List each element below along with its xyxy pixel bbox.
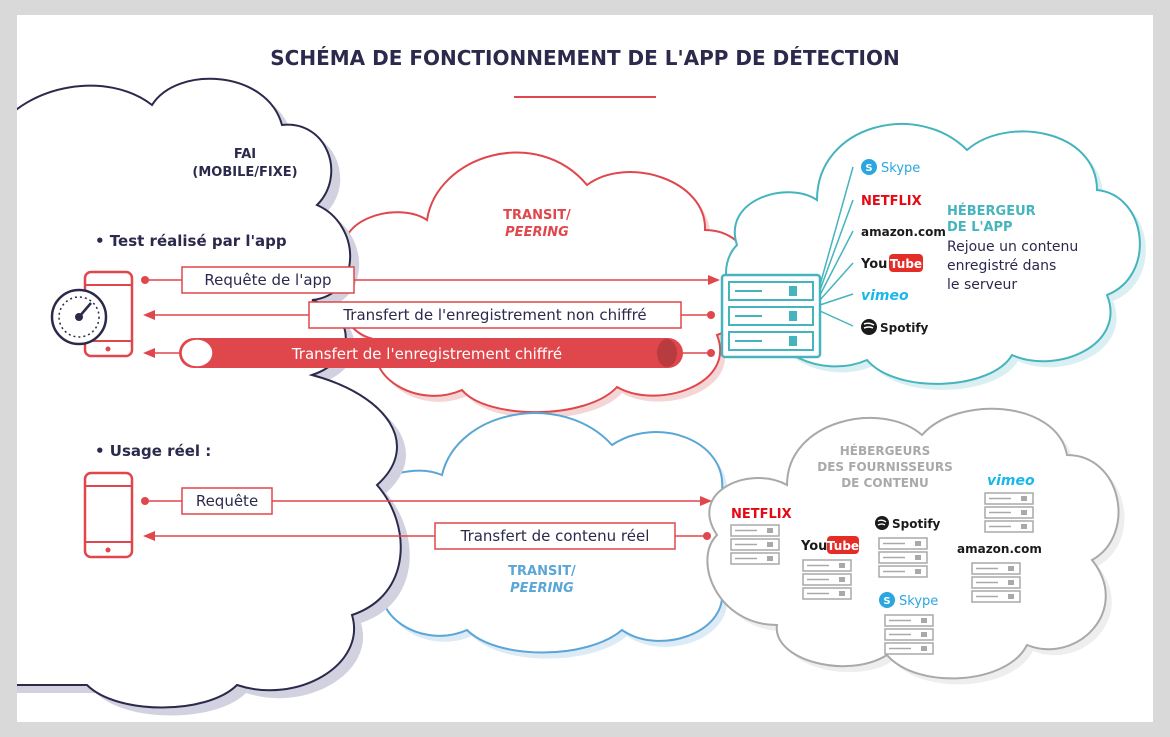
app-host-cloud [725, 123, 1146, 390]
isp-label-2: (MOBILE/FIXE) [192, 165, 297, 180]
transit-top-label-2: PEERING [505, 225, 569, 240]
server-icon [884, 614, 934, 655]
speed-gauge-icon [50, 288, 108, 346]
svg-text:S: S [865, 163, 872, 174]
server-icon [984, 492, 1034, 533]
svg-text:Tube: Tube [827, 539, 859, 553]
request-label: Requête [196, 492, 258, 510]
app-host-desc-2: enregistré dans [947, 258, 1056, 274]
arrow-encrypted-transfer: Transfert de l'enregistrement chiffré [143, 338, 715, 368]
server-icon [971, 562, 1021, 603]
svg-text:S: S [883, 596, 890, 607]
netflix-logo: NETFLIX [861, 194, 922, 209]
unencrypted-transfer-label: Transfert de l'enregistrement non chiffr… [342, 306, 646, 324]
content-hosts-title-3: DE CONTENU [841, 476, 929, 490]
test-section-heading: • Test réalisé par l'app [95, 232, 287, 250]
content-hosts-title-2: DES FOURNISSEURS [817, 460, 952, 474]
diagram-frame: SCHÉMA DE FONCTIONNEMENT DE L'APP DE DÉT… [17, 15, 1153, 722]
app-request-label: Requête de l'app [204, 271, 331, 289]
isp-label-1: FAI [234, 147, 256, 162]
transit-bottom-label-1: TRANSIT/ [508, 564, 576, 579]
transit-bottom-label-2: PEERING [510, 581, 574, 596]
server-icon [720, 166, 854, 359]
real-section-heading: • Usage réel : [95, 442, 211, 460]
app-detection-diagram: SCHÉMA DE FONCTIONNEMENT DE L'APP DE DÉT… [17, 46, 1146, 716]
spotify-logo: Spotify [861, 319, 929, 335]
vimeo-logo: vimeo [861, 288, 909, 304]
svg-text:Spotify: Spotify [880, 321, 929, 335]
svg-text:Tube: Tube [890, 257, 922, 271]
content-hosts-title-1: HÉBERGEURS [840, 443, 931, 458]
server-icon [802, 559, 852, 600]
app-host-desc-1: Rejoue un contenu [947, 239, 1078, 255]
svg-text:Skype: Skype [899, 594, 938, 609]
amazon-logo: amazon.com [861, 225, 946, 239]
app-host-desc-3: le serveur [947, 277, 1017, 293]
amazon-logo: amazon.com [957, 542, 1042, 556]
arrow-app-request: Requête de l'app [141, 266, 720, 294]
arrow-request: Requête [141, 487, 712, 515]
svg-text:Skype: Skype [881, 161, 920, 176]
diagram-title: SCHÉMA DE FONCTIONNEMENT DE L'APP DE DÉT… [270, 46, 899, 70]
youtube-logo: You Tube [860, 254, 923, 272]
encrypted-transfer-label: Transfert de l'enregistrement chiffré [291, 345, 562, 363]
app-host-title-1: HÉBERGEUR [947, 203, 1036, 219]
phone-icon [83, 471, 134, 559]
netflix-logo: NETFLIX [731, 507, 792, 522]
server-icon [730, 524, 780, 565]
skype-logo: S Skype [861, 159, 920, 176]
skype-logo: S Skype [879, 592, 938, 609]
arrow-unencrypted-transfer: Transfert de l'enregistrement non chiffr… [143, 301, 715, 329]
server-icon [878, 537, 928, 578]
svg-text:You: You [860, 257, 887, 272]
spotify-logo: Spotify [875, 516, 941, 531]
app-host-title-2: DE L'APP [947, 220, 1013, 235]
svg-text:You: You [800, 539, 827, 554]
youtube-logo: You Tube [800, 536, 859, 554]
transit-top-label-1: TRANSIT/ [503, 208, 571, 223]
svg-text:Spotify: Spotify [892, 517, 941, 531]
real-transfer-label: Transfert de contenu réel [460, 527, 650, 545]
arrow-real-transfer: Transfert de contenu réel [143, 522, 711, 550]
transit-cloud-top [338, 151, 761, 419]
vimeo-logo: vimeo [987, 473, 1035, 489]
